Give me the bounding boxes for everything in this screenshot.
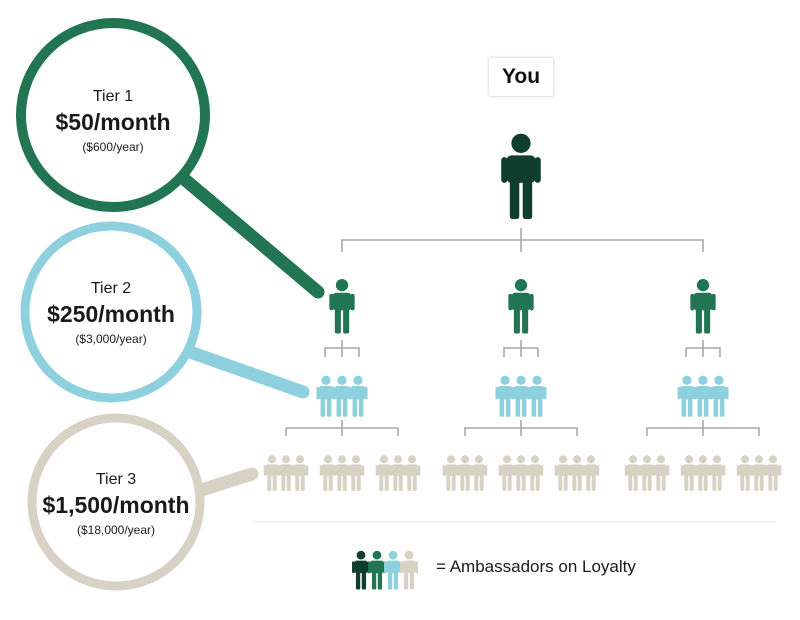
tier-monthly: $250/month bbox=[47, 301, 175, 327]
you-person-icon bbox=[501, 133, 541, 219]
tier-3-person-icon bbox=[333, 455, 351, 491]
tier-3-person-icon bbox=[750, 455, 768, 491]
legend-person-icon bbox=[384, 550, 402, 590]
tier-name: Tier 1 bbox=[92, 88, 134, 105]
tier-2-person-icon bbox=[511, 375, 531, 417]
tier-3-person-icon bbox=[512, 455, 530, 491]
legend-person-icon bbox=[352, 550, 370, 590]
legend-person-icon bbox=[400, 550, 418, 590]
tier-3-person-icon bbox=[277, 455, 295, 491]
tier-monthly: $50/month bbox=[55, 109, 171, 135]
tier-1-person-icon bbox=[329, 278, 355, 334]
tier-3-person-icon bbox=[389, 455, 407, 491]
tier-3-person-icon bbox=[694, 455, 712, 491]
tier-name: Tier 2 bbox=[90, 280, 132, 297]
tier-1-person-icon bbox=[508, 278, 534, 334]
tier-yearly: ($600/year) bbox=[82, 140, 144, 154]
tier-yearly: ($18,000/year) bbox=[76, 523, 156, 537]
legend-label: = Ambassadors on Loyalty bbox=[436, 557, 636, 576]
tier-3-label: Tier 3 $1,500/month ($18,000/year) bbox=[31, 471, 201, 537]
tier-3-lens bbox=[27, 413, 259, 591]
tier-2-label: Tier 2 $250/month ($3,000/year) bbox=[31, 280, 191, 346]
tier-2-lens bbox=[20, 221, 310, 403]
legend-icon bbox=[352, 550, 418, 590]
tier-1-label: Tier 1 $50/month ($600/year) bbox=[43, 88, 183, 154]
you-label: You bbox=[489, 58, 553, 96]
tier-2-person-icon bbox=[693, 375, 713, 417]
tier-1-lens bbox=[16, 18, 325, 299]
tree-people bbox=[263, 133, 782, 491]
tier-name: Tier 3 bbox=[95, 471, 137, 488]
tier-3-person-icon bbox=[568, 455, 586, 491]
legend-person-icon bbox=[368, 550, 386, 590]
tier-yearly: ($3,000/year) bbox=[75, 332, 147, 346]
tier-2-person-icon bbox=[332, 375, 352, 417]
tier-3-person-icon bbox=[638, 455, 656, 491]
tier-1-person-icon bbox=[690, 278, 716, 334]
tree-connectors bbox=[285, 228, 760, 436]
tier-3-person-icon bbox=[456, 455, 474, 491]
tier-monthly: $1,500/month bbox=[42, 492, 190, 518]
